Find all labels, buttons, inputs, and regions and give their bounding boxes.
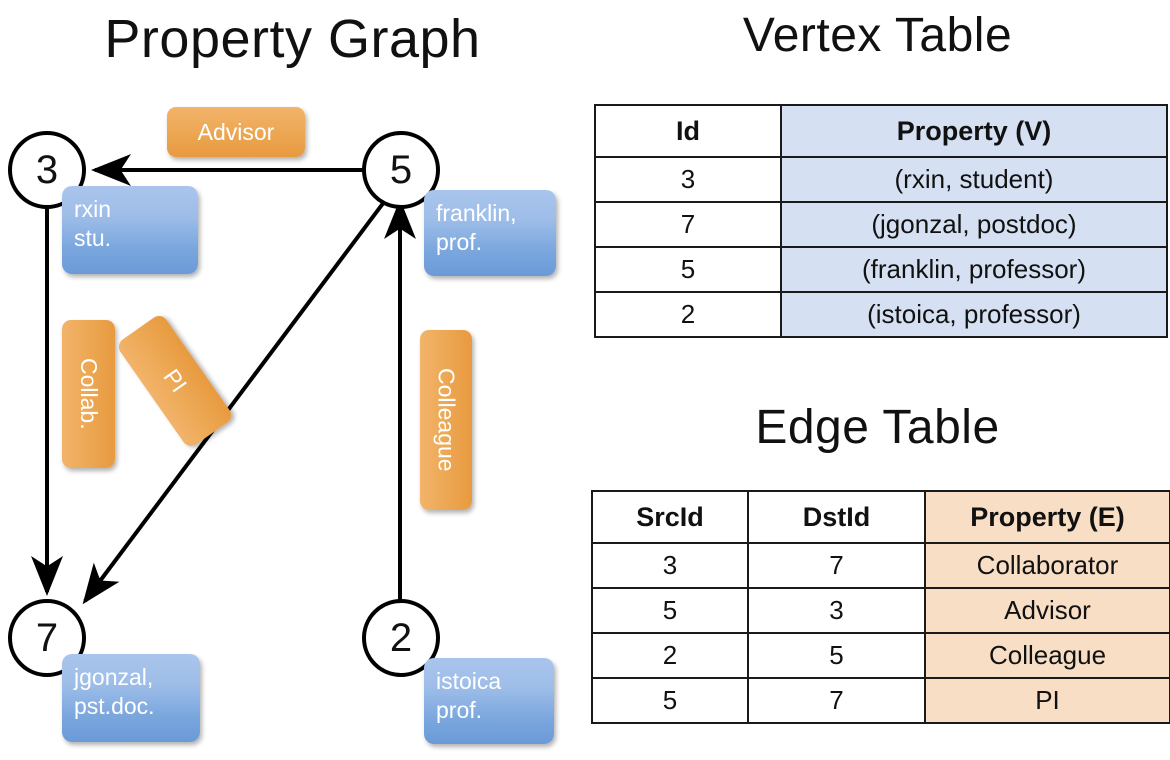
table-row: 3 (rxin, student) [594,156,1168,203]
vertex-property-cell: (istoica, professor) [780,291,1168,338]
page-title-vertex-table: Vertex Table [742,9,1013,62]
edge-property-cell: PI [924,677,1170,724]
edge-dst-cell: 7 [747,542,926,589]
edge-table: SrcId DstId Property (E) 3 7 Collaborato… [591,490,1170,724]
edge-label-collab-text: Collab. [76,358,102,430]
edge-label-advisor-text: Advisor [197,118,275,145]
edge-label-pi-text: PI [158,364,193,398]
vertex-property-line-1: istoica [436,668,502,694]
vertex-property-line-1: rxin [74,196,112,222]
vertex-property-box-istoica[interactable]: istoica prof. [424,658,554,744]
table-row: 2 5 Colleague [591,632,1170,679]
vertex-id-cell: 7 [594,201,782,248]
vertex-property-box-franklin[interactable]: franklin, prof. [424,190,556,276]
vertex-property-line-2: prof. [436,697,483,724]
vertex-property-cell: (jgonzal, postdoc) [780,201,1168,248]
graph-vertex-5[interactable]: 5 [362,131,440,209]
edge-dst-cell: 5 [747,632,926,679]
edge-property-cell: Colleague [924,632,1170,679]
table-row: 2 (istoica, professor) [594,291,1168,338]
edge-property-cell: Collaborator [924,542,1170,589]
edge-table-header-srcid: SrcId [591,490,749,544]
edge-dst-cell: 3 [747,587,926,634]
edge-src-cell: 5 [591,677,749,724]
edge-src-cell: 5 [591,587,749,634]
vertex-property-line-1: jgonzal, [74,664,154,690]
table-row: 5 7 PI [591,677,1170,724]
edge-dst-cell: 7 [747,677,926,724]
vertex-table: Id Property (V) 3 (rxin, student) 7 (jgo… [594,104,1168,338]
vertex-property-box-rxin[interactable]: rxin stu. [62,186,198,274]
vertex-property-line-1: franklin, [436,200,517,226]
vertex-property-cell: (franklin, professor) [780,246,1168,293]
vertex-property-cell: (rxin, student) [780,156,1168,203]
table-row: 3 7 Collaborator [591,542,1170,589]
table-row: 5 3 Advisor [591,587,1170,634]
vertex-property-line-2: prof. [436,229,483,256]
vertex-property-line-2: stu. [74,225,112,252]
vertex-table-header-property: Property (V) [780,104,1168,158]
vertex-id-cell: 2 [594,291,782,338]
property-graph-diagram: 3 5 7 2 rxin stu. franklin, prof. jgonza… [8,107,556,744]
vertex-id-cell: 5 [594,246,782,293]
edge-label-collab[interactable]: Collab. [62,320,115,468]
table-header-row: Id Property (V) [594,104,1168,158]
edge-table-header-property: Property (E) [924,490,1170,544]
edge-arrow-5-to-7 [82,196,389,605]
edge-label-advisor[interactable]: Advisor [167,107,305,157]
page-title-property-graph: Property Graph [104,9,481,69]
edge-label-colleague-text: Colleague [433,368,460,472]
vertex-id-cell: 3 [594,156,782,203]
vertex-property-box-jgonzal[interactable]: jgonzal, pst.doc. [62,654,200,742]
graph-vertex-2[interactable]: 2 [362,599,440,677]
graph-edge-arrows [31,154,416,605]
table-row: 7 (jgonzal, postdoc) [594,201,1168,248]
vertex-property-line-2: pst.doc. [74,693,155,720]
edge-src-cell: 3 [591,542,749,589]
table-header-row: SrcId DstId Property (E) [591,490,1170,544]
page-title-edge-table: Edge Table [755,401,1000,454]
vertex-table-header-id: Id [594,104,782,158]
edge-label-colleague[interactable]: Colleague [420,330,472,510]
edge-table-header-dstid: DstId [747,490,926,544]
edge-src-cell: 2 [591,632,749,679]
edge-property-cell: Advisor [924,587,1170,634]
table-row: 5 (franklin, professor) [594,246,1168,293]
